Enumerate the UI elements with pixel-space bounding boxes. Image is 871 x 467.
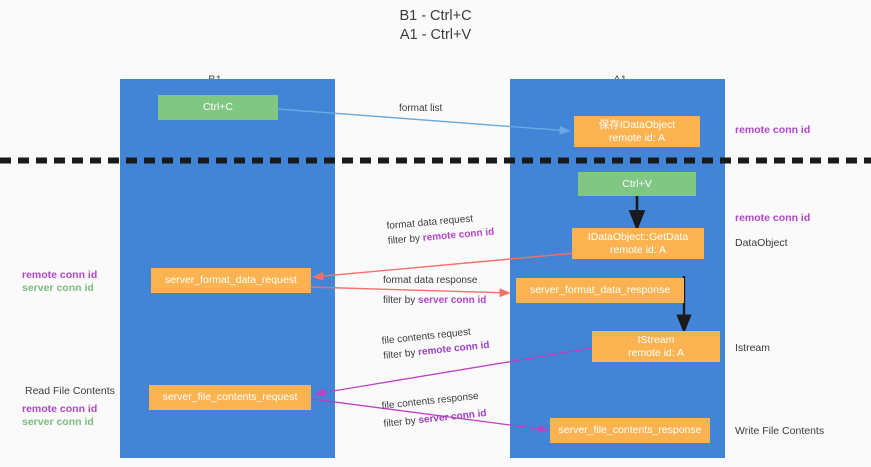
edge-label-fcres-prefix: filter by bbox=[383, 415, 420, 430]
section-divider bbox=[0, 157, 871, 164]
node-server-file-contents-request[interactable]: server_file_contents_request bbox=[149, 385, 311, 410]
edge-label-format-data-response-line1: format data response bbox=[383, 275, 478, 286]
node-idataobject-getdata-line2: remote id: A bbox=[609, 243, 667, 256]
edge-label-format-data-request: format data request filter by remote con… bbox=[386, 210, 495, 249]
edge-label-fcres-highlight: server conn id bbox=[417, 408, 488, 427]
node-save-dataobject-line1: 保存IDataObject bbox=[598, 118, 676, 131]
annotation-read-file-contents: Read File Contents bbox=[25, 385, 115, 397]
node-istream[interactable]: IStream remote id: A bbox=[592, 331, 720, 362]
annotation-left-server-conn-id: server conn id bbox=[22, 282, 94, 294]
annotation-write-file-contents: Write File Contents bbox=[735, 425, 825, 437]
edge-label-format-data-response-line2: filter by server conn id bbox=[383, 293, 486, 308]
node-ctrl-c[interactable]: Ctrl+C bbox=[158, 95, 278, 120]
annotation-left-remote-conn-id-2: remote conn id bbox=[22, 403, 98, 415]
edge-label-format-data-response: format data response filter by server co… bbox=[383, 273, 486, 308]
node-istream-line1: IStream bbox=[637, 333, 675, 346]
annotation-istream: Istream bbox=[735, 342, 771, 354]
node-ctrl-v[interactable]: Ctrl+V bbox=[578, 172, 696, 196]
node-save-dataobject-line2: remote id: A bbox=[608, 131, 666, 144]
node-server-format-data-request-label: server_format_data_request bbox=[165, 274, 297, 286]
node-server-file-contents-response[interactable]: server_file_contents_response bbox=[550, 418, 710, 443]
node-server-format-data-response-label: server_format_data_response bbox=[529, 284, 671, 296]
node-ctrl-c-label: Ctrl+C bbox=[202, 101, 234, 113]
node-server-file-contents-request-label: server_file_contents_request bbox=[162, 391, 298, 403]
edge-label-file-contents-request: file contents request filter by remote c… bbox=[381, 323, 490, 364]
edge-label-fdreq-prefix: filter by bbox=[387, 232, 424, 247]
edge-label-format-list-line1: format list bbox=[399, 103, 443, 114]
edge-label-fdres-prefix: filter by bbox=[383, 295, 419, 306]
annotation-left-server-conn-id-2: server conn id bbox=[22, 416, 94, 428]
edge-label-fdreq-highlight: remote conn id bbox=[422, 226, 495, 244]
edge-label-file-contents-response: file contents response filter by server … bbox=[381, 388, 487, 432]
node-ctrl-v-label: Ctrl+V bbox=[622, 177, 652, 190]
node-save-dataobject[interactable]: 保存IDataObject remote id: A bbox=[574, 116, 700, 147]
node-idataobject-getdata[interactable]: IDataObject::GetData remote id: A bbox=[572, 228, 704, 259]
edge-label-format-list: format list bbox=[399, 101, 442, 116]
edge-label-fcreq-prefix: filter by bbox=[382, 347, 419, 362]
annotation-left-remote-conn-id: remote conn id bbox=[22, 269, 98, 281]
node-idataobject-getdata-line1: IDataObject::GetData bbox=[587, 230, 689, 243]
node-server-format-data-response[interactable]: server_format_data_response bbox=[516, 278, 684, 303]
annotation-remote-conn-id-mid: remote conn id bbox=[735, 212, 811, 224]
page-title: B1 - Ctrl+C A1 - Ctrl+V bbox=[399, 8, 472, 43]
edge-label-fdres-highlight: server conn id bbox=[418, 295, 487, 306]
node-server-format-data-request[interactable]: server_format_data_request bbox=[151, 268, 311, 293]
node-istream-line2: remote id: A bbox=[627, 346, 685, 359]
annotation-remote-conn-id-top: remote conn id bbox=[735, 124, 811, 136]
node-server-file-contents-response-label: server_file_contents_response bbox=[558, 424, 702, 436]
annotation-dataobject: DataObject bbox=[735, 237, 788, 249]
